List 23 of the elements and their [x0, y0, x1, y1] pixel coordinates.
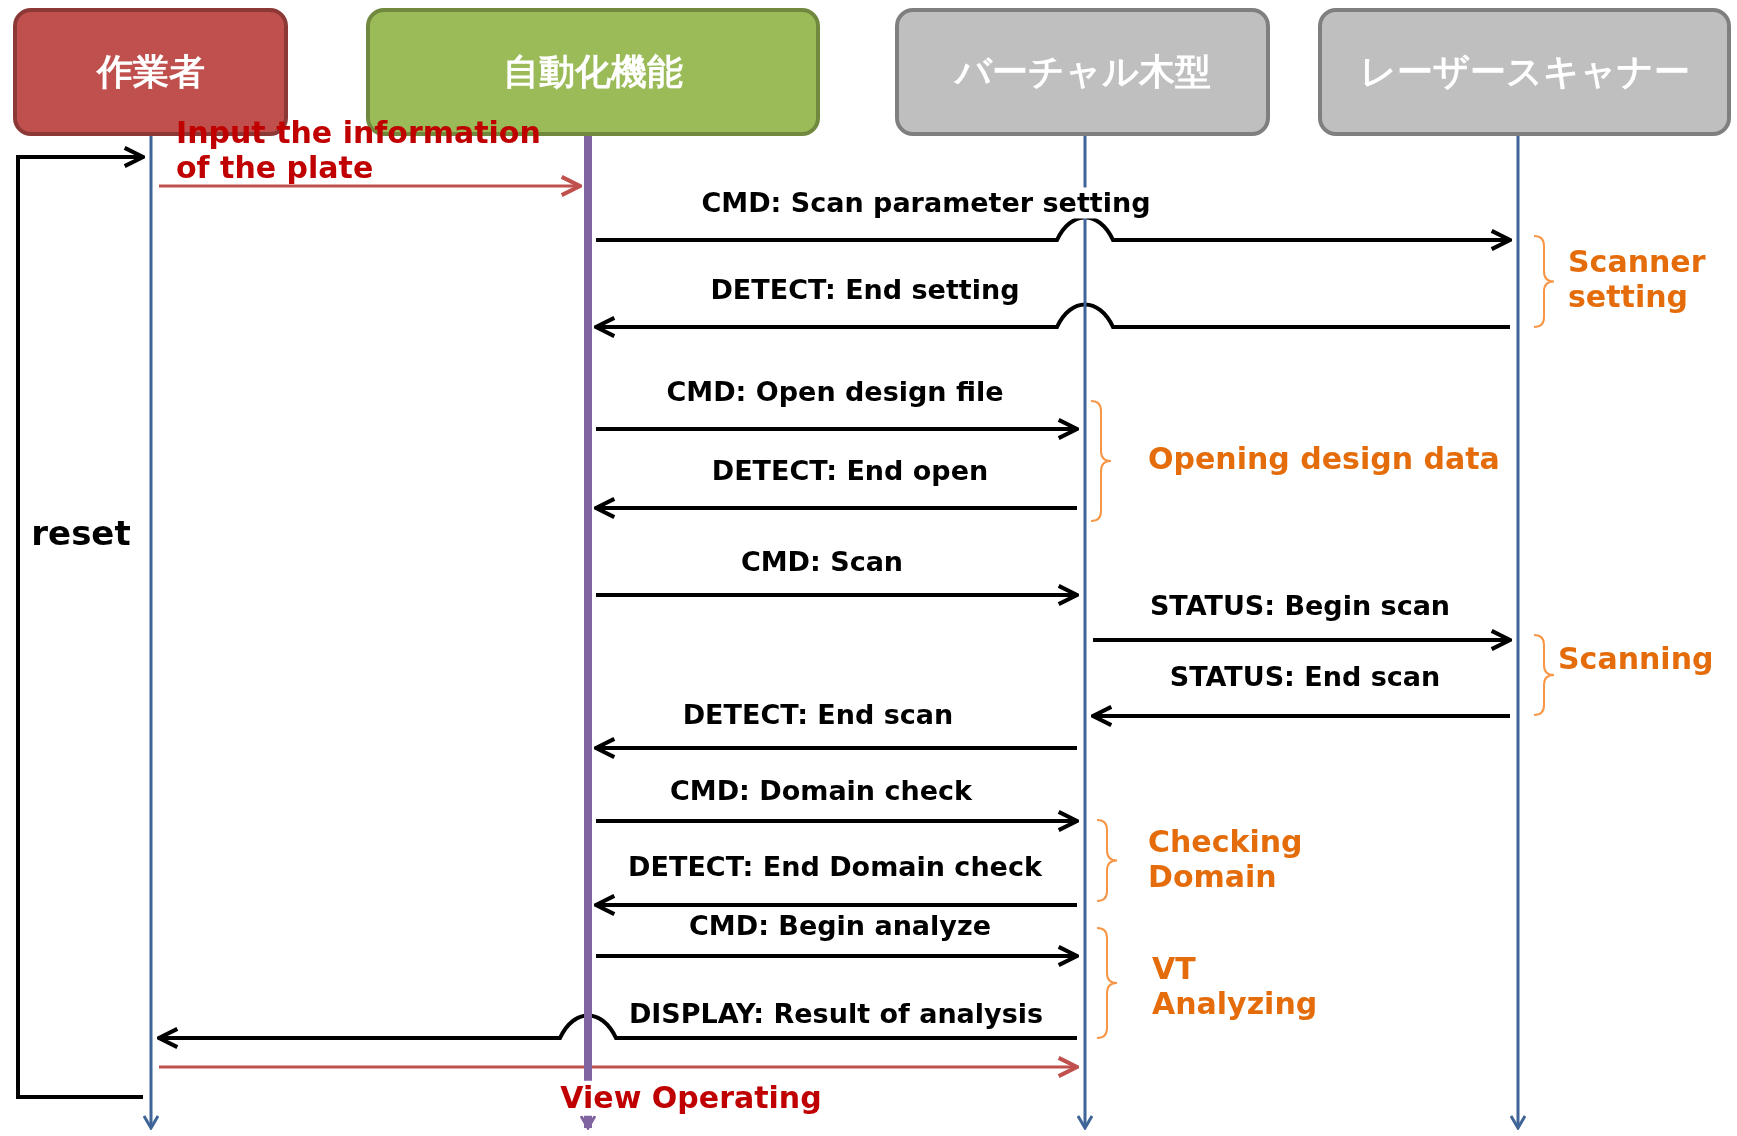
arrow — [596, 944, 1079, 968]
arrow — [1093, 628, 1512, 652]
arrow — [596, 583, 1079, 607]
arrow — [1091, 704, 1510, 728]
lifeline — [1510, 136, 1526, 1130]
arrow — [594, 736, 1077, 760]
phase-label: Scanning — [1558, 641, 1715, 677]
phase-label: Scanner setting — [1568, 244, 1707, 314]
arrow — [594, 893, 1077, 917]
arrow — [159, 1055, 1079, 1079]
arrow — [596, 809, 1079, 833]
arrow — [594, 496, 1077, 520]
lifeline — [143, 136, 159, 1130]
arrow — [16, 145, 145, 1099]
phase-label: VT Analyzing — [1152, 951, 1319, 1021]
arrow — [596, 417, 1079, 441]
phase-label: Checking Domain — [1148, 824, 1304, 894]
arrow — [159, 174, 582, 198]
arrow — [157, 1014, 1077, 1050]
participant-box: バーチャル木型 — [895, 8, 1270, 136]
participant-box: レーザースキャナー — [1318, 8, 1731, 136]
phase-label: Opening design data — [1148, 441, 1501, 477]
arrow — [594, 302, 1510, 339]
